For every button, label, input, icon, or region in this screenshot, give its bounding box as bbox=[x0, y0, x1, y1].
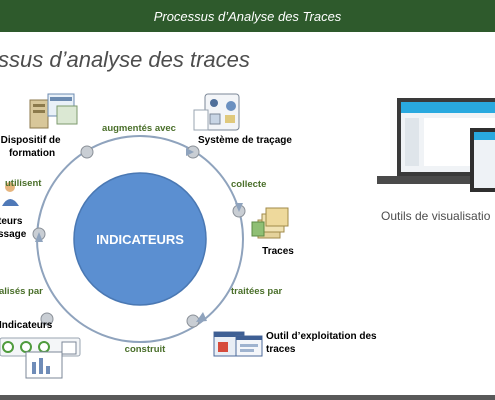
edge-label-construit: construit bbox=[125, 344, 166, 355]
arrow-head-lower-right bbox=[196, 312, 207, 322]
outil-icon bbox=[213, 331, 263, 357]
traces-icon bbox=[251, 207, 289, 239]
acteurs-person-icon bbox=[2, 182, 19, 206]
visualisation-devices-illustration bbox=[377, 98, 495, 192]
center-label: INDICATEURS bbox=[96, 232, 184, 247]
center-circle bbox=[73, 172, 207, 306]
slide-subtitle: ssus d’analyse des traces bbox=[0, 47, 250, 72]
arrow-head-left bbox=[35, 232, 43, 242]
edge-label-traitees: traitées par bbox=[231, 286, 283, 297]
node-label-traces: Traces bbox=[262, 246, 294, 257]
node-label-indicateurs: Indicateurs bbox=[0, 320, 53, 331]
edge-label-alises: alisés par bbox=[0, 286, 43, 297]
header-title: Processus d’Analyse des Traces bbox=[153, 8, 342, 24]
dispositif-icon bbox=[29, 93, 78, 129]
visualisation-caption: Outils de visualisatio bbox=[381, 209, 491, 223]
node-label-acteurs: teurs ssage bbox=[0, 216, 27, 240]
systeme-icon bbox=[193, 93, 240, 131]
node-indicateurs-dot bbox=[40, 312, 54, 326]
indicateurs-icon bbox=[0, 337, 81, 379]
node-label-outil: Outil d’exploitation des traces bbox=[266, 331, 379, 355]
edge-label-augmentes: augmentés avec bbox=[102, 123, 176, 134]
arrow-head-right bbox=[235, 203, 243, 212]
edge-label-collecte: collecte bbox=[231, 179, 266, 190]
bottom-bar bbox=[0, 395, 495, 400]
arrow-head-top bbox=[186, 148, 194, 156]
edge-label-utilisent: utilisent bbox=[5, 178, 42, 189]
node-dispositif-dot bbox=[80, 145, 94, 159]
node-label-dispositif: Dispositif de formation bbox=[1, 135, 64, 159]
header-bar: Processus d’Analyse des Traces bbox=[0, 0, 495, 32]
node-label-systeme: Système de traçage bbox=[198, 135, 292, 146]
